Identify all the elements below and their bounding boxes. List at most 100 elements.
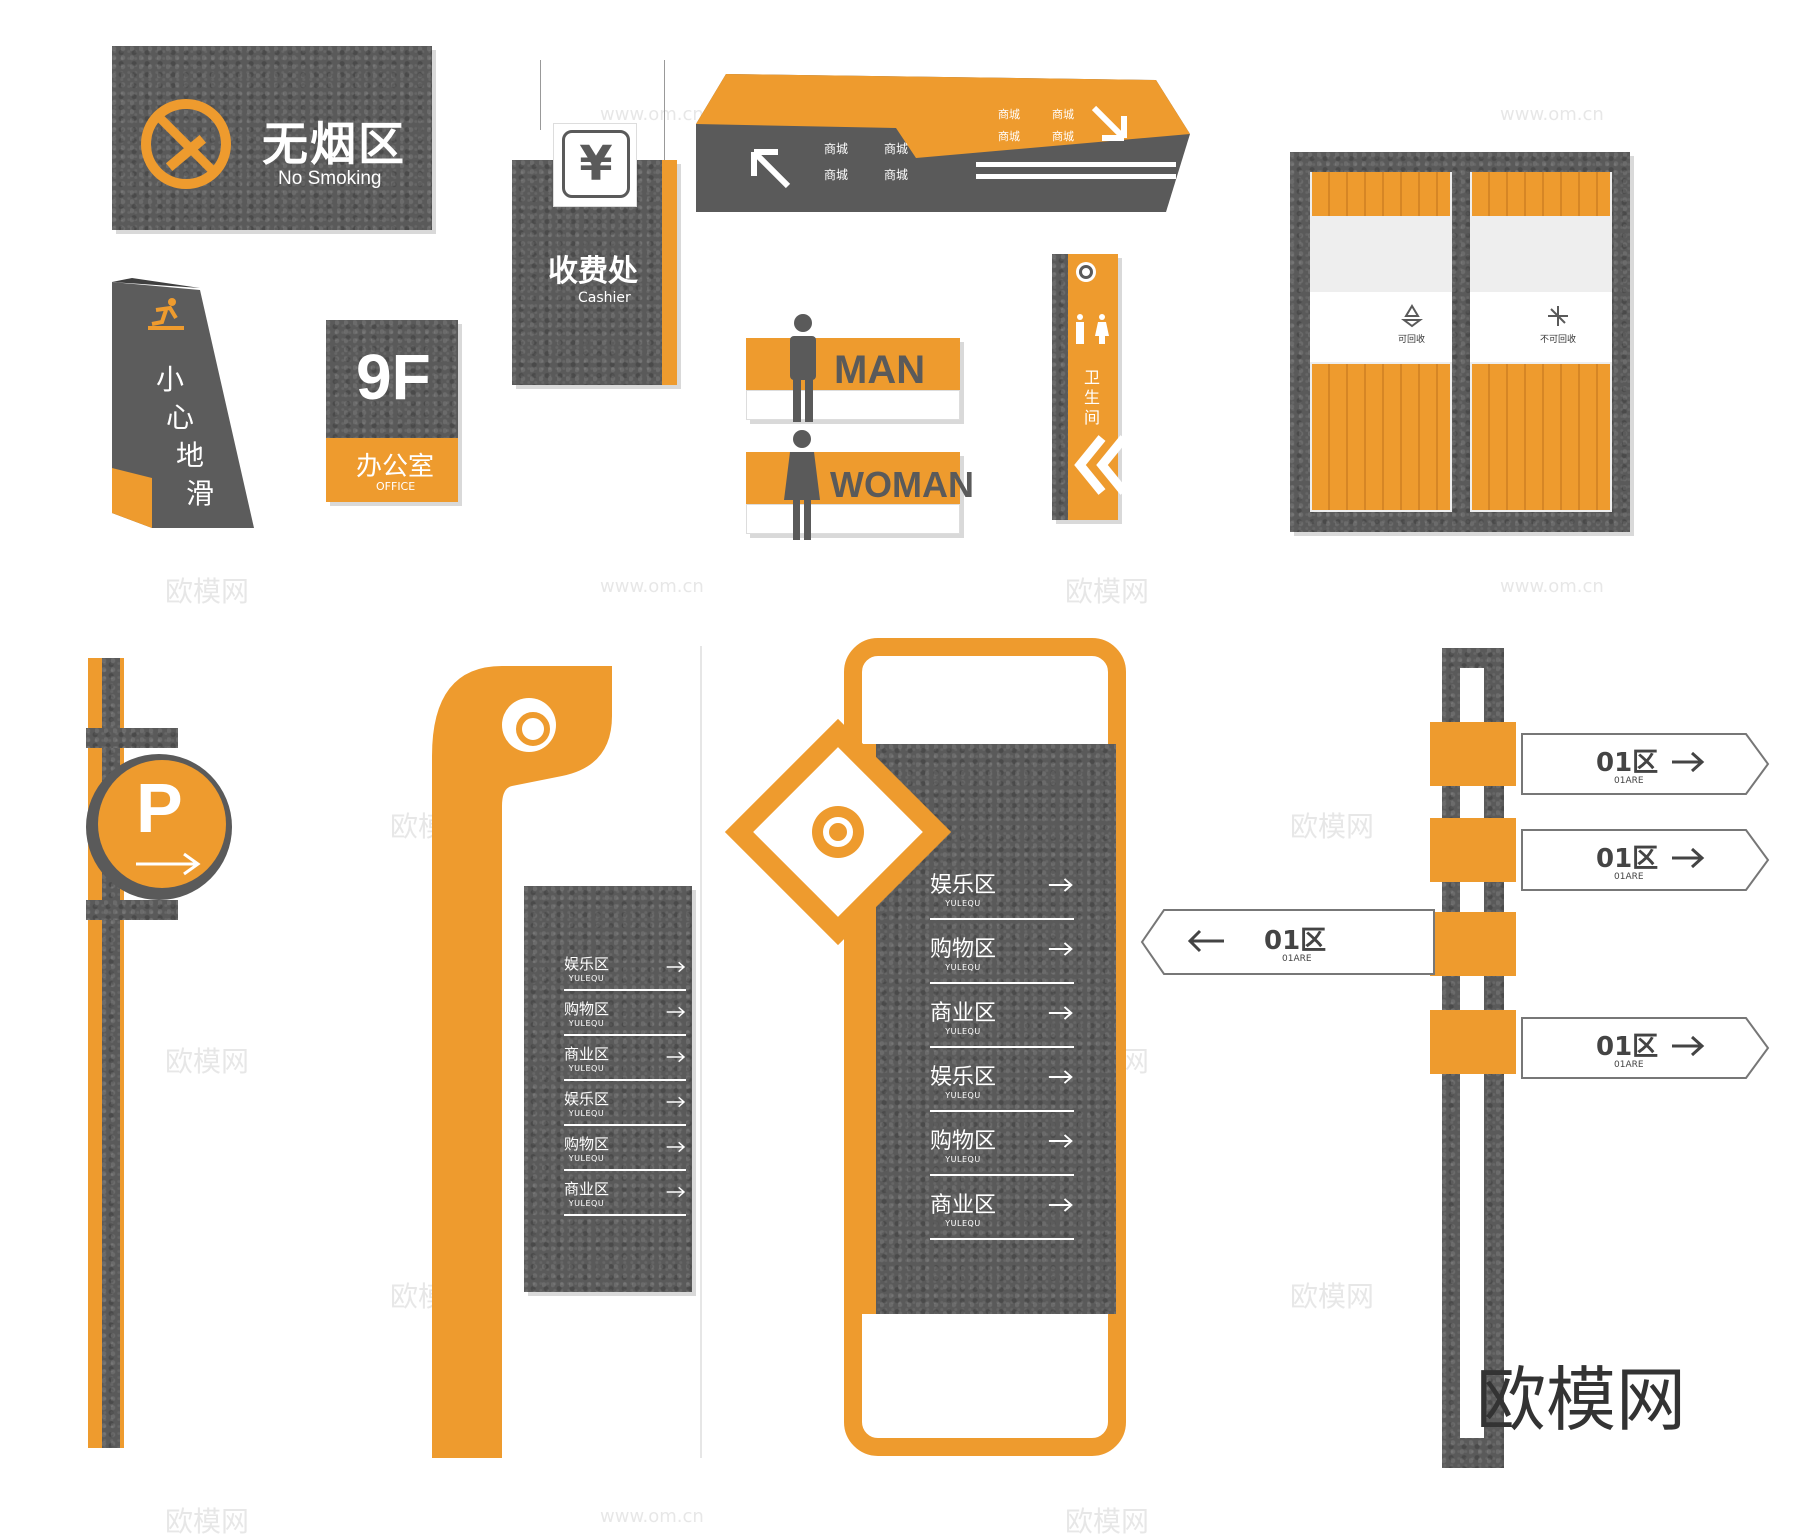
direction-plate: 01区 01ARE [1140, 908, 1436, 976]
directory-row-sublabel: YULEQU [568, 1153, 605, 1163]
caution-char: 小 [156, 363, 185, 396]
direction-plate: 01区 01ARE [1520, 1016, 1770, 1080]
cashier-sign: ¥ 收费处 Cashier [512, 124, 677, 385]
bin-label: 可回收 [1398, 335, 1426, 345]
plate-sublabel: 01ARE [1282, 954, 1312, 964]
arrow-right-icon [134, 852, 204, 880]
no-smoking-sign: 无烟区 No Smoking [112, 46, 432, 230]
directory-row-label: 娱乐区 [930, 872, 997, 898]
arrow-right-icon [666, 958, 686, 977]
overhead-label: 商城 [884, 142, 909, 156]
url-watermark: www.om.cn [600, 104, 704, 125]
arrow-right-icon [1670, 750, 1706, 778]
directory-row-label: 购物区 [564, 1134, 610, 1153]
directory-row-label: 购物区 [930, 936, 997, 962]
brand-watermark: 欧模网 [165, 1505, 250, 1538]
plate-label: 01区 [1264, 926, 1327, 956]
arrow-right-icon [666, 1093, 686, 1112]
direction-plate: 01区 01ARE [1520, 828, 1770, 892]
restroom-char: 卫 [1084, 368, 1101, 387]
restroom-char: 间 [1084, 408, 1101, 427]
slip-icon [148, 296, 184, 330]
directory-row-sublabel: YULEQU [568, 1198, 605, 1208]
plate-label: 01区 [1596, 1032, 1659, 1062]
overhead-label: 商城 [824, 142, 849, 156]
man-sign: MAN [746, 314, 960, 422]
floor-number: 9F [356, 341, 431, 413]
caution-char: 滑 [186, 477, 215, 510]
brand-watermark: 欧模网 [165, 575, 250, 608]
directory-row-label: 娱乐区 [564, 1089, 610, 1108]
hanging-wire [664, 60, 665, 164]
brand-watermark: 欧模网 [1290, 1280, 1375, 1313]
yuan-icon: ¥ [562, 130, 630, 198]
arrow-down-right-icon [1090, 104, 1130, 148]
overhead-label: 商城 [1052, 130, 1074, 143]
parking-pole: P [86, 658, 232, 1448]
directory-row-label: 购物区 [930, 1128, 997, 1154]
caution-char: 地 [176, 439, 205, 472]
directory-row-label: 娱乐区 [930, 1064, 997, 1090]
arrow-right-icon [1048, 941, 1074, 961]
floor-sign: 9F 办公室 OFFICE [326, 320, 458, 502]
recycle-bins: 可回收 不可回收 [1290, 152, 1630, 532]
directory-row-sublabel: YULEQU [945, 962, 981, 972]
directory-row-sublabel: YULEQU [568, 1108, 605, 1118]
directory-row-label: 购物区 [564, 999, 610, 1018]
url-watermark: www.om.cn [1500, 576, 1604, 597]
plate-sublabel: 01ARE [1614, 1060, 1644, 1070]
woman-label: WOMAN [830, 464, 974, 505]
man-icon [786, 314, 820, 426]
overhead-label: 商城 [998, 108, 1020, 121]
arrow-right-icon [1048, 1197, 1074, 1217]
arrow-right-icon [1670, 846, 1706, 874]
directory-row-sublabel: YULEQU [568, 1063, 605, 1073]
arrow-up-left-icon [748, 146, 792, 194]
plate-sublabel: 01ARE [1614, 776, 1644, 786]
caution-sign: 小 心 地 滑 [112, 278, 257, 533]
restroom-char: 生 [1084, 388, 1101, 407]
arrow-left-icon [1186, 928, 1226, 958]
url-watermark: www.om.cn [600, 1506, 704, 1527]
non-recycle-icon [1546, 304, 1570, 332]
brand-watermark: 欧模网 [1065, 575, 1150, 608]
recycle-icon [1400, 304, 1424, 332]
overhead-label: 商城 [884, 168, 909, 182]
brand-logo-icon [1076, 262, 1096, 282]
directory-row-label: 娱乐区 [564, 954, 610, 973]
arrow-right-icon [1048, 1133, 1074, 1153]
direction-plate: 01区 01ARE [1520, 732, 1770, 796]
arrow-right-icon [1670, 1034, 1706, 1062]
directory-row-sublabel: YULEQU [945, 1026, 981, 1036]
woman-icon [782, 430, 822, 544]
overhead-label: 商城 [824, 168, 849, 182]
directory-row-sublabel: YULEQU [568, 973, 605, 983]
brand-watermark: 欧模网 [165, 1045, 250, 1078]
overhead-label: 商城 [1052, 108, 1074, 121]
plate-sublabel: 01ARE [1614, 872, 1644, 882]
directory-row-sublabel: YULEQU [945, 898, 981, 908]
brand-watermark: 欧模网 [1290, 810, 1375, 843]
cashier-subtitle: Cashier [578, 290, 631, 306]
directory-row-label: 商业区 [564, 1044, 610, 1063]
overhead-label: 商城 [998, 130, 1020, 143]
no-smoking-icon [138, 96, 234, 192]
restroom-icon [1072, 314, 1114, 348]
directory-row-label: 商业区 [930, 1192, 997, 1218]
signpost: 01区 01ARE 01区 01ARE 01区 01ARE 01区 01ARE [1140, 648, 1780, 1468]
